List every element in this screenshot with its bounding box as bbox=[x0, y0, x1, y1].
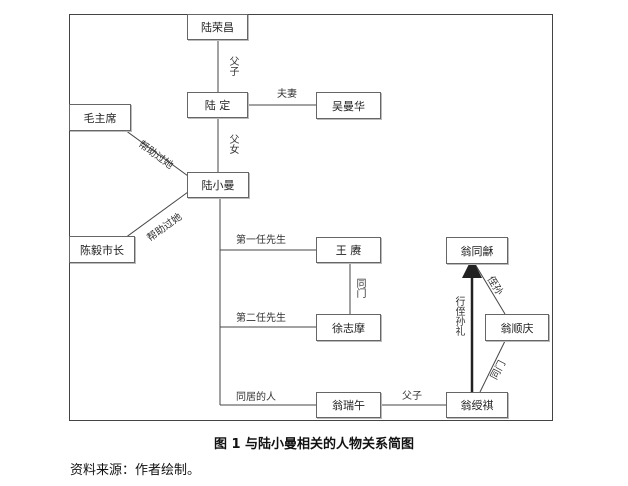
node-wang-geng: 王 赓 bbox=[316, 237, 381, 263]
node-wu-manhua: 吴曼华 bbox=[316, 92, 381, 119]
node-weng-shunqing: 翁顺庆 bbox=[485, 314, 549, 341]
label-father-son: 父子 bbox=[227, 56, 238, 76]
node-weng-shouqi: 翁绶祺 bbox=[446, 392, 508, 418]
node-mao: 毛主席 bbox=[69, 104, 131, 131]
label-first-husband: 第一任先生 bbox=[236, 235, 286, 246]
node-weng-tongsu: 翁同龢 bbox=[446, 237, 508, 264]
figure-source: 资料来源：作者绘制。 bbox=[70, 463, 201, 478]
label-classmate: 同门 bbox=[354, 278, 365, 298]
label-second-husband: 第二任先生 bbox=[236, 313, 286, 324]
edge-line-mao bbox=[124, 129, 189, 177]
edge-line-chen bbox=[124, 191, 189, 239]
label-father-daughter: 父女 bbox=[227, 134, 238, 154]
node-lu-rongchang: 陆荣昌 bbox=[187, 14, 248, 40]
node-lu-ding: 陆 定 bbox=[187, 92, 248, 118]
edge-line-classmate-weng bbox=[479, 340, 506, 393]
label-father-son-weng: 父子 bbox=[402, 391, 422, 402]
node-weng-ruiwu: 翁瑞午 bbox=[316, 392, 381, 418]
node-lu-xiaoman: 陆小曼 bbox=[187, 172, 249, 198]
label-relation-weng: 行侄孙礼 bbox=[453, 296, 464, 336]
node-chen-yi: 陈毅市长 bbox=[69, 236, 135, 263]
label-husband-wife: 夫妻 bbox=[277, 89, 297, 100]
label-cohabitant: 同居的人 bbox=[236, 392, 276, 403]
node-xu-zhimo: 徐志摩 bbox=[316, 314, 381, 341]
figure-caption: 图 1 与陆小曼相关的人物关系简图 bbox=[213, 437, 415, 452]
diagram-frame bbox=[69, 14, 553, 421]
